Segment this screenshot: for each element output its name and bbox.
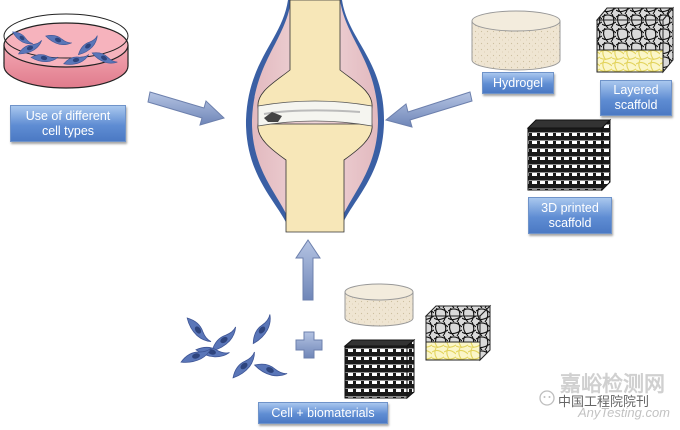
label-hydrogel: Hydrogel <box>482 72 554 94</box>
petri-dish <box>3 13 129 89</box>
arrow-cells-to-joint <box>147 91 225 126</box>
scattered-cells <box>179 313 288 382</box>
printed-scaffold-block-bottom <box>343 338 416 400</box>
watermark-source: 中国工程院院刊 <box>558 395 650 410</box>
printed-scaffold-block-right <box>526 118 612 192</box>
watermark-site: AnyTesting.com <box>578 405 671 420</box>
hydrogel-cylinder-top <box>471 10 561 71</box>
plus-icon <box>295 331 323 359</box>
layered-scaffold-cube-top <box>595 6 675 74</box>
watermark-logo <box>539 390 555 406</box>
hydrogel-cylinder-bottom <box>344 283 414 327</box>
layered-scaffold-cube-bottom <box>424 304 492 362</box>
arrow-up-to-joint <box>295 239 321 301</box>
label-cell-types: Use of different cell types <box>10 105 126 142</box>
label-layered-scaffold: Layered scaffold <box>600 80 672 116</box>
watermark-brand: 嘉峪检测网 <box>560 372 665 396</box>
label-cell-biomaterials: Cell + biomaterials <box>258 402 388 424</box>
label-3d-printed-scaffold: 3D printed scaffold <box>528 197 612 234</box>
knee-joint <box>245 0 384 233</box>
arrow-materials-to-joint <box>384 91 473 128</box>
